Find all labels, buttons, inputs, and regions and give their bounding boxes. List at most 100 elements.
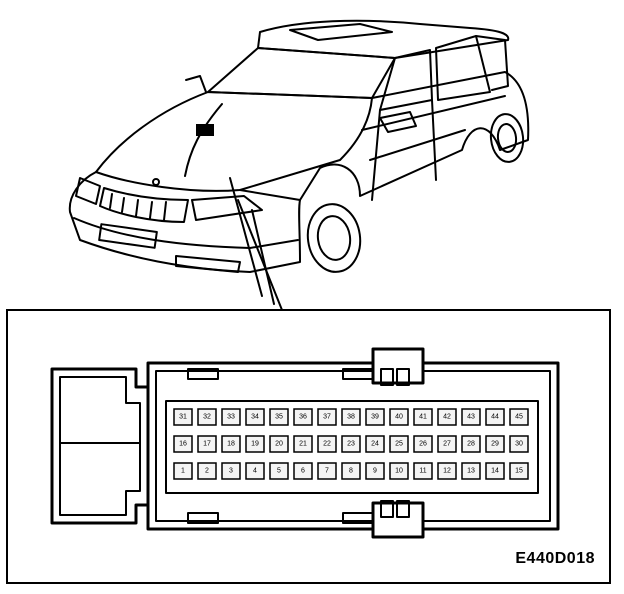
pin-cavity bbox=[245, 462, 265, 480]
connector-body bbox=[146, 361, 560, 531]
pin-cavity bbox=[221, 435, 241, 453]
connector-location-mark bbox=[196, 124, 214, 136]
pin-cavity bbox=[365, 462, 385, 480]
pin-number: 6 bbox=[301, 468, 305, 475]
connector-pin: 28 bbox=[461, 435, 481, 453]
pin-cavity bbox=[197, 462, 217, 480]
connector-pin: 18 bbox=[221, 435, 241, 453]
pin-number: 3 bbox=[229, 468, 233, 475]
pin-number: 24 bbox=[371, 441, 379, 448]
connector-pin: 12 bbox=[437, 462, 457, 480]
car-license-plate bbox=[98, 223, 158, 249]
pin-number: 43 bbox=[467, 414, 475, 421]
connector-pin: 7 bbox=[317, 462, 337, 480]
pin-number: 5 bbox=[277, 468, 281, 475]
connector-pin: 14 bbox=[485, 462, 505, 480]
pin-cavity bbox=[245, 435, 265, 453]
pin-number: 23 bbox=[347, 441, 355, 448]
pin-cavity bbox=[173, 462, 193, 480]
connector-pin: 10 bbox=[389, 462, 409, 480]
pin-cavity bbox=[461, 408, 481, 426]
pin-cavity bbox=[437, 408, 457, 426]
connector-pin: 24 bbox=[365, 435, 385, 453]
pin-cavity bbox=[437, 435, 457, 453]
pin-number: 32 bbox=[203, 414, 211, 421]
pin-cavity bbox=[365, 435, 385, 453]
connector-pin: 34 bbox=[245, 408, 265, 426]
pin-number: 18 bbox=[227, 441, 235, 448]
pin-number: 31 bbox=[179, 414, 187, 421]
pin-cavity bbox=[509, 435, 529, 453]
connector-pin: 29 bbox=[485, 435, 505, 453]
pin-number: 12 bbox=[443, 468, 451, 475]
connector-pin: 42 bbox=[437, 408, 457, 426]
connector-pin: 11 bbox=[413, 462, 433, 480]
pin-number: 20 bbox=[275, 441, 283, 448]
connector-pin: 8 bbox=[341, 462, 361, 480]
car-mirror bbox=[379, 111, 417, 133]
connector-pin: 26 bbox=[413, 435, 433, 453]
pin-number: 2 bbox=[205, 468, 209, 475]
connector-pin: 20 bbox=[269, 435, 289, 453]
pin-number: 4 bbox=[253, 468, 257, 475]
pin-number: 26 bbox=[419, 441, 427, 448]
pin-number: 1 bbox=[181, 468, 185, 475]
connector-pin: 22 bbox=[317, 435, 337, 453]
car-wheel-rear bbox=[489, 113, 525, 163]
car-windshield bbox=[207, 47, 396, 99]
pin-number: 22 bbox=[323, 441, 331, 448]
pin-cavity bbox=[485, 408, 505, 426]
connector-pin: 41 bbox=[413, 408, 433, 426]
leader-line bbox=[237, 199, 283, 311]
connector-pin: 25 bbox=[389, 435, 409, 453]
pin-number: 14 bbox=[491, 468, 499, 475]
pin-number: 41 bbox=[419, 414, 427, 421]
connector-pin: 30 bbox=[509, 435, 529, 453]
pin-cavity bbox=[293, 462, 313, 480]
pin-number: 28 bbox=[467, 441, 475, 448]
car-headlight-left bbox=[75, 177, 101, 205]
pin-cavity bbox=[437, 462, 457, 480]
connector-pin: 6 bbox=[293, 462, 313, 480]
connector-pin: 31 bbox=[173, 408, 193, 426]
pin-cavity bbox=[245, 408, 265, 426]
connector-pin: 45 bbox=[509, 408, 529, 426]
pin-number: 45 bbox=[515, 414, 523, 421]
connector-pin: 4 bbox=[245, 462, 265, 480]
pin-number: 35 bbox=[275, 414, 283, 421]
pin-cavity bbox=[317, 462, 337, 480]
car-side-body bbox=[299, 71, 530, 201]
pin-number: 37 bbox=[323, 414, 331, 421]
pin-cavity bbox=[173, 435, 193, 453]
pin-cavity bbox=[221, 408, 241, 426]
pin-cavity bbox=[413, 435, 433, 453]
pin-cavity bbox=[509, 462, 529, 480]
connector-pin: 40 bbox=[389, 408, 409, 426]
connector-pin: 39 bbox=[365, 408, 385, 426]
pin-number: 36 bbox=[299, 414, 307, 421]
pin-number: 15 bbox=[515, 468, 523, 475]
pin-cavity bbox=[413, 408, 433, 426]
connector-pin: 44 bbox=[485, 408, 505, 426]
car-sunroof bbox=[289, 23, 393, 41]
pin-number: 38 bbox=[347, 414, 355, 421]
pin-number: 34 bbox=[251, 414, 259, 421]
pin-cavity bbox=[389, 408, 409, 426]
car-grille bbox=[99, 187, 189, 223]
connector-pin: 9 bbox=[365, 462, 385, 480]
car-side-window-front bbox=[379, 49, 433, 111]
pin-cavity bbox=[221, 462, 241, 480]
connector-pin: 27 bbox=[437, 435, 457, 453]
pin-cavity bbox=[509, 408, 529, 426]
pin-cavity bbox=[293, 435, 313, 453]
pin-cavity bbox=[341, 462, 361, 480]
pin-number: 8 bbox=[349, 468, 353, 475]
connector-pin: 5 bbox=[269, 462, 289, 480]
connector-pin: 23 bbox=[341, 435, 361, 453]
pin-cavity bbox=[389, 462, 409, 480]
pin-cavity bbox=[461, 462, 481, 480]
car-bumper bbox=[73, 217, 299, 249]
pin-number: 25 bbox=[395, 441, 403, 448]
pin-number: 33 bbox=[227, 414, 235, 421]
pin-number: 17 bbox=[203, 441, 211, 448]
